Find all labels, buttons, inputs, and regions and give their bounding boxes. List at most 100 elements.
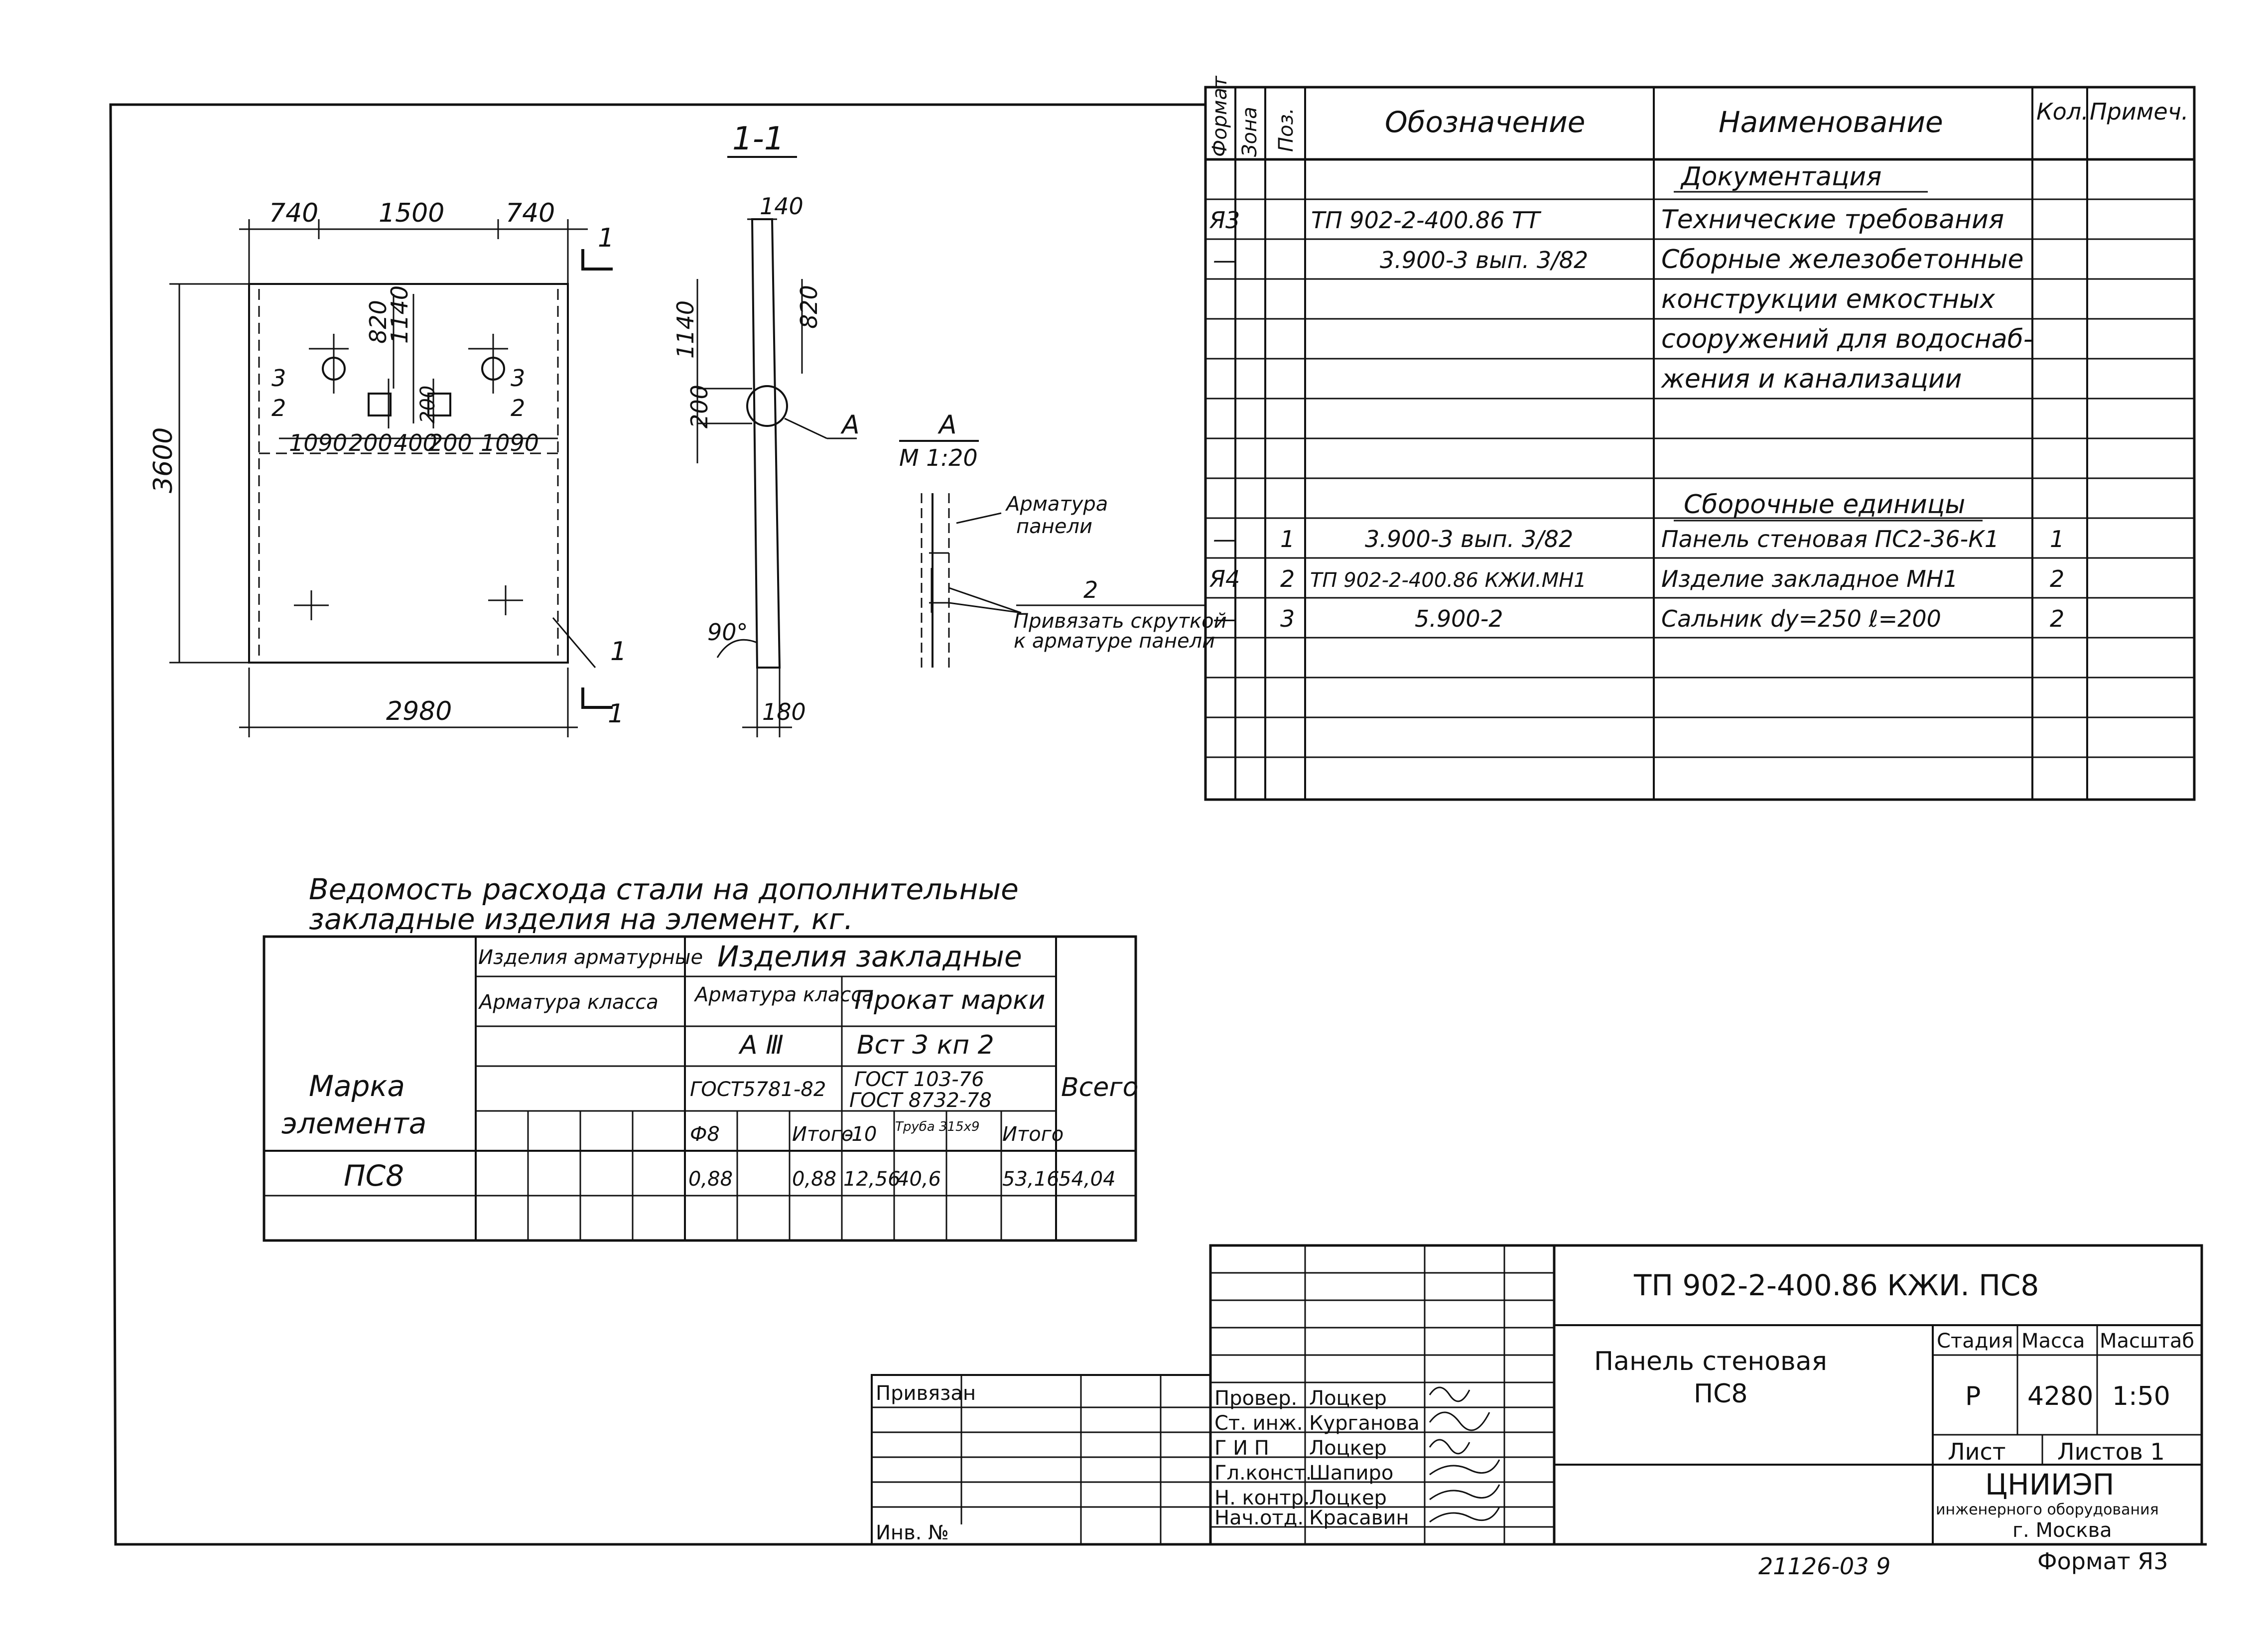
signature (1429, 1439, 1470, 1455)
titleblock-mass: 4280 (2027, 1381, 2093, 1411)
sheet-frame (109, 103, 2207, 1546)
titleblock-person-5: Лоцкер (1309, 1487, 1387, 1509)
spec-row-6-format: — (1213, 526, 1236, 552)
spec-row-2-code: 3.900-3 вып. 3/82 (1380, 247, 1588, 274)
titleblock-stage: Р (1965, 1381, 1981, 1411)
spec-header-pos: Поз. (1275, 108, 1298, 152)
steel-row-itogo-1: 0,88 (792, 1168, 836, 1191)
detail-pos-2: 2 (1083, 576, 1098, 603)
spec-header-zone: Зона (1238, 107, 1261, 157)
steel-emb-arm-class: Арматура класса (693, 983, 874, 1006)
spec-section-documentation: Документация (1680, 162, 1881, 192)
dim-1140: 1140 (386, 285, 413, 344)
steel-col-total: Всего (1061, 1073, 1138, 1102)
signature (1429, 1484, 1500, 1501)
steel-sub-pipe: Труба 315х9 (895, 1119, 980, 1134)
titleblock-role-6: Нач.отд. (1214, 1506, 1304, 1529)
spec-row-8-format: — (1213, 605, 1236, 632)
spec-row-6-code: 3.900-3 вып. 3/82 (1365, 526, 1573, 552)
spec-row-1-format: Я3 (1209, 207, 1240, 234)
embedded-plate-left (368, 393, 392, 416)
panel-elevation: 740 1500 740 3600 2980 820 1140 200 1090… (148, 198, 627, 737)
steel-emb-rolled: Прокат марки (854, 985, 1045, 1015)
section-label: 1-1 (732, 121, 785, 157)
detail-title: А (937, 410, 957, 440)
steel-row-d8: 0,88 (688, 1168, 733, 1191)
titleblock-scale-header: Масштаб (2100, 1330, 2194, 1353)
spec-row-1-name: Технические требования (1661, 205, 2004, 235)
detail-scale: М 1:20 (899, 444, 978, 471)
detail-note-2: к арматуре панели (1014, 630, 1215, 653)
titleblock-code: ТП 902-2-400.86 КЖИ. ПС8 (1633, 1268, 2039, 1302)
titleblock-privyazan: Привязан (876, 1382, 976, 1405)
steel-sub-d10: -10 (844, 1123, 877, 1146)
spec-row-8-qty: 2 (2050, 605, 2064, 632)
pos-3-right: 3 (511, 365, 525, 392)
pos-1: 1 (610, 637, 627, 667)
titleblock-inv: Инв. № (876, 1521, 949, 1544)
spec-row-7-code: ТП 902-2-400.86 КЖИ.МН1 (1310, 569, 1587, 592)
spec-header-note: Примеч. (2090, 98, 2189, 125)
steel-group-armature: Изделия арматурные (478, 946, 703, 969)
signature (1429, 1459, 1500, 1476)
section-dim-820: 820 (796, 285, 822, 329)
dim-3600: 3600 (148, 427, 178, 493)
spec-row-3-name: конструкции емкостных (1661, 284, 1996, 314)
titleblock-sheets: Листов 1 (2057, 1438, 2165, 1465)
detail-a-circle (746, 385, 788, 427)
steel-class-a3: А Ⅲ (738, 1030, 784, 1060)
titleblock-role-3: Г И П (1214, 1437, 1269, 1460)
titleblock-role-4: Гл.конст. (1214, 1462, 1312, 1485)
section-mark-bottom: 1 (608, 699, 624, 729)
titleblock-name-2: ПС8 (1694, 1379, 1748, 1409)
dim-820: 820 (365, 300, 392, 344)
titleblock-mass-header: Масса (2021, 1330, 2085, 1353)
signature (1429, 1506, 1500, 1523)
steel-col-mark-1: Марка (309, 1069, 405, 1103)
spec-row-6-qty: 1 (2050, 526, 2064, 552)
dim-row-1090-left: 1090 (289, 429, 347, 456)
section-profile (751, 218, 781, 669)
steel-gost-2a: ГОСТ 103-76 (854, 1068, 984, 1091)
titleblock-scale: 1:50 (2112, 1381, 2170, 1411)
spec-header-format: Формат (1208, 75, 1231, 157)
titleblock-person-3: Лоцкер (1309, 1437, 1387, 1460)
spec-row-8-pos: 3 (1280, 605, 1295, 632)
signature (1429, 1386, 1470, 1402)
steel-row-d10: 12,56 (843, 1168, 901, 1191)
signature (1429, 1411, 1490, 1431)
steel-title-2: закладные изделия на элемент, кг. (309, 902, 853, 936)
spec-row-6-pos: 1 (1280, 526, 1295, 552)
steel-sub-itogo-2: Итого (1002, 1123, 1064, 1146)
titleblock-role-5: Н. контр. (1214, 1487, 1310, 1509)
titleblock-person-1: Лоцкер (1309, 1387, 1387, 1410)
section-dim-180: 180 (762, 698, 806, 725)
steel-gost-1: ГОСТ5781-82 (690, 1078, 826, 1101)
steel-arm-class: Арматура класса (478, 991, 659, 1014)
titleblock-person-6: Красавин (1309, 1506, 1409, 1529)
titleblock-name-1: Панель стеновая (1594, 1347, 1827, 1376)
section-angle-90: 90° (707, 619, 748, 646)
spec-row-8-name: Сальник dу=250 ℓ=200 (1661, 605, 1941, 632)
dim-740-right: 740 (506, 198, 555, 228)
title-block: Привязан Инв. № Провер. Ст. инж. Г И П Г… (871, 1244, 2203, 1546)
dim-740-left: 740 (269, 198, 318, 228)
spec-row-2-format: — (1213, 247, 1236, 274)
callout-a: А (840, 410, 860, 440)
steel-sub-itogo-1: Итого (792, 1123, 853, 1146)
titleblock-sheet: Лист (1948, 1438, 2006, 1465)
titleblock-org-1: ЦНИИЭП (1985, 1468, 2115, 1502)
spec-header-designation: Обозначение (1385, 105, 1585, 139)
spec-row-7-format: Я4 (1209, 565, 1240, 592)
detail-a: А М 1:20 Арматура панели 2 Привязать скр… (899, 410, 1227, 668)
spec-header-name: Наименование (1719, 105, 1943, 139)
titleblock-org-2: инженерного оборудования (1936, 1501, 2159, 1518)
steel-table: Ведомость расхода стали на дополнительны… (263, 872, 1138, 1242)
spec-header-qty: Кол. (2036, 98, 2089, 125)
steel-row-mark: ПС8 (344, 1159, 404, 1193)
detail-note-1: Привязать скруткой (1014, 610, 1227, 633)
footer-number: 21126-03 9 (1758, 1553, 1890, 1580)
footer-format: Формат Я3 (2037, 1548, 2168, 1575)
titleblock-person-2: Курганова (1309, 1412, 1420, 1435)
